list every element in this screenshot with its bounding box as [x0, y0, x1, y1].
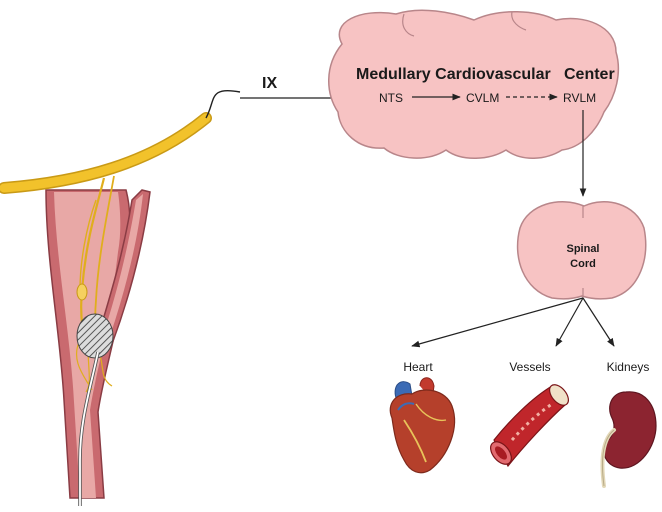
target-label-vessels: Vessels [509, 360, 550, 374]
brain-title-right: Center [564, 66, 615, 83]
brain-title-left: Medullary Cardiovascular [356, 66, 551, 83]
target-label-kidneys: Kidneys [607, 360, 650, 374]
medulla-shape [328, 9, 620, 159]
carotid-sinus-illustration [0, 90, 241, 506]
node-cvlm: CVLM [466, 91, 499, 105]
node-rvlm: RVLM [563, 91, 596, 105]
arrow-to-kidneys [582, 297, 615, 347]
spinal-cord-label-line2: Cord [570, 258, 596, 270]
spinal-cord-shape [516, 201, 647, 300]
arrow-to-heart [411, 297, 584, 348]
nerve-label: IX [262, 75, 277, 92]
baroreceptor-region [76, 313, 114, 359]
arrow-to-vessels [555, 297, 584, 347]
target-label-heart: Heart [403, 360, 433, 374]
heart-icon [389, 377, 456, 474]
blood-vessel-icon [490, 384, 569, 468]
kidney-icon [600, 391, 657, 488]
spinal-cord-label-line1: Spinal [566, 243, 599, 255]
node-nts: NTS [379, 91, 403, 105]
